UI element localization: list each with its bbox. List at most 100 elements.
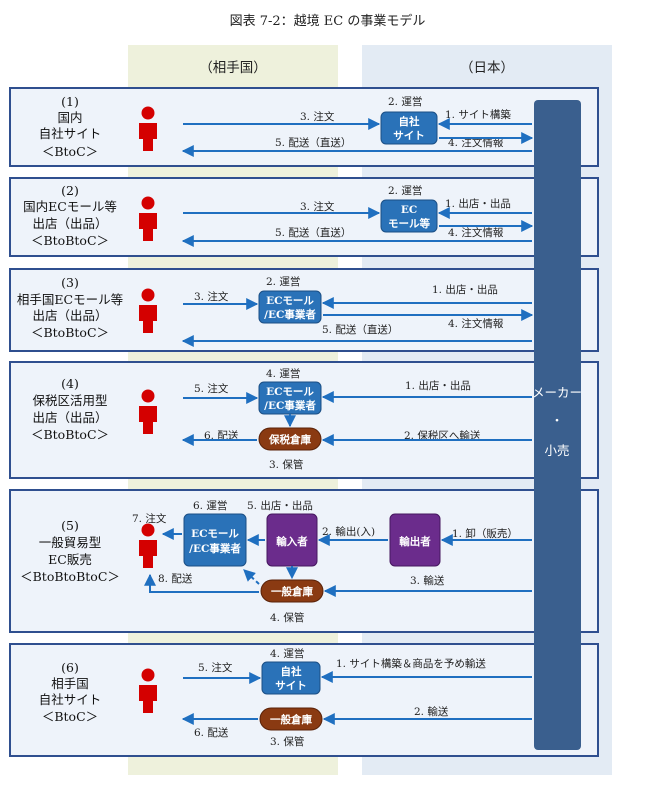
consumer-icon — [139, 389, 157, 434]
row-5-label-line2: EC販売 — [48, 552, 92, 567]
own-site-box — [261, 661, 321, 695]
row-6-step-order: 5. 注文 — [198, 661, 233, 674]
row-5: (5) 一般貿易型 EC販売 ＜BtoBtoBtoC＞ ECモール /EC事業者… — [20, 499, 532, 624]
row-panel-4 — [9, 361, 599, 479]
general-warehouse-box — [259, 707, 323, 731]
row-3-step-delivery: 5. 配送（直送） — [322, 323, 398, 336]
header-japan: （日本） — [460, 60, 514, 76]
row-1-label-num: (1) — [61, 94, 79, 109]
row-1-label-line1: 国内 — [57, 110, 82, 125]
ec-mall-operator-box-line1: ECモール — [191, 528, 239, 540]
ec-mall-box — [380, 199, 438, 233]
own-site-box — [380, 111, 438, 145]
ec-mall-operator-box-line1: ECモール — [266, 295, 314, 307]
row-5-label-line1: 一般貿易型 — [39, 535, 102, 550]
sidebar-label-maker: メーカー — [532, 385, 582, 400]
row-5-step-export-import: 2. 輸出(入) — [322, 525, 375, 538]
row-4-step-storage: 3. 保管 — [269, 458, 303, 471]
row-1-label-line3: ＜BtoC＞ — [42, 144, 98, 159]
row-3-step-list: 1. 出店・出品 — [432, 283, 498, 296]
row-5-step-order: 7. 注文 — [132, 512, 167, 525]
row-4-label-line3: ＜BtoBtoC＞ — [31, 427, 109, 442]
general-warehouse-box — [260, 579, 324, 603]
row-5-step-operate: 6. 運営 — [193, 499, 227, 512]
row-3-label-num: (3) — [61, 275, 79, 290]
row-3-label-line3: ＜BtoBtoC＞ — [31, 325, 109, 340]
row-panel-2 — [9, 177, 599, 257]
consumer-icon — [139, 668, 157, 713]
row-5-label-num: (5) — [61, 518, 79, 533]
ec-mall-operator-box-line1: ECモール — [266, 386, 314, 398]
row-5-step-delivery: 8. 配送 — [158, 572, 193, 585]
row-4-step-operate: 4. 運営 — [266, 367, 300, 380]
row-2-label-num: (2) — [61, 183, 79, 198]
row-6-label-line1: 相手国 — [51, 676, 89, 691]
row-4-label-line1: 保税区活用型 — [32, 393, 107, 408]
row-3-label-line1: 相手国ECモール等 — [17, 292, 123, 307]
importer-label: 輸入者 — [276, 535, 308, 548]
row-6-label-line2: 自社サイト — [39, 692, 102, 707]
row-5-step-storage: 4. 保管 — [270, 611, 304, 624]
arrow — [243, 569, 260, 585]
arrow — [144, 573, 259, 593]
bonded-warehouse-label: 保税倉庫 — [268, 433, 311, 446]
row-4-label-num: (4) — [61, 376, 79, 391]
row-2-step-order: 3. 注文 — [300, 200, 335, 213]
row-2-label-line1: 国内ECモール等 — [23, 199, 117, 214]
own-site-box-line1: 自社 — [399, 115, 420, 128]
consumer-icon — [139, 106, 157, 151]
page-title: 図表 7-2：越境 EC の事業モデル — [229, 14, 426, 29]
row-5-step-wholesale: 1. 卸（販売） — [452, 527, 518, 540]
row-1-label-line2: 自社サイト — [39, 126, 102, 141]
own-site-box-line2: サイト — [275, 680, 307, 692]
row-1-step-order: 3. 注文 — [300, 110, 335, 123]
row-3: (3) 相手国ECモール等 出店（出品） ＜BtoBtoC＞ ECモール /EC… — [17, 275, 534, 347]
row-6-step-delivery: 6. 配送 — [194, 726, 229, 739]
ec-mall-operator-box-line2: /EC事業者 — [189, 542, 241, 555]
row-3-step-order-info: 4. 注文情報 — [448, 317, 504, 330]
general-warehouse-label: 一般倉庫 — [271, 585, 313, 598]
row-6-step-storage: 3. 保管 — [270, 735, 304, 748]
exporter-label: 輸出者 — [399, 535, 431, 548]
row-6-step-operate: 4. 運営 — [270, 647, 304, 660]
row-3-step-operate: 2. 運営 — [266, 275, 300, 288]
row-2-step-operate: 2. 運営 — [388, 184, 422, 197]
row-5-step-transport: 3. 輸送 — [410, 574, 445, 587]
ec-mall-operator-box — [183, 513, 247, 567]
own-site-box-line1: 自社 — [281, 665, 302, 678]
row-4-step-delivery: 6. 配送 — [204, 429, 239, 442]
row-1-step-build: 1. サイト構築 — [445, 108, 511, 121]
row-6-label-num: (6) — [61, 660, 79, 675]
row-6-label-line3: ＜BtoC＞ — [42, 709, 98, 724]
maker-retailer-sidebar — [534, 100, 581, 750]
ec-mall-box-line1: EC — [401, 204, 417, 216]
row-4: (4) 保税区活用型 出店（出品） ＜BtoBtoC＞ ECモール /EC事業者… — [31, 367, 532, 471]
ec-mall-operator-box — [258, 290, 322, 324]
ec-mall-operator-box-line2: /EC事業者 — [264, 399, 316, 412]
own-site-box-line2: サイト — [393, 130, 425, 142]
row-4-step-list: 1. 出店・出品 — [405, 379, 471, 392]
sidebar-label-dot: ・ — [551, 413, 564, 428]
consumer-icon — [139, 523, 157, 568]
row-4-label-line2: 出店（出品） — [32, 410, 107, 425]
row-6-step-build-ship: 1. サイト構築＆商品を予め輸送 — [336, 657, 486, 670]
row-3-label-line2: 出店（出品） — [32, 308, 107, 323]
row-4-step-order: 5. 注文 — [194, 382, 229, 395]
consumer-icon — [139, 288, 157, 333]
row-2: (2) 国内ECモール等 出店（出品） ＜BtoBtoC＞ EC モール等 2.… — [23, 183, 534, 248]
row-2-label-line3: ＜BtoBtoC＞ — [31, 233, 109, 248]
row-1-step-operate: 2. 運営 — [388, 95, 422, 108]
row-1-step-order-info: 4. 注文情報 — [448, 136, 504, 149]
bonded-warehouse-box — [258, 427, 322, 451]
row-2-label-line2: 出店（出品） — [32, 216, 107, 231]
ec-mall-operator-box-line2: /EC事業者 — [264, 308, 316, 321]
row-5-step-list: 5. 出店・出品 — [247, 499, 313, 512]
exporter-box — [389, 513, 441, 567]
general-warehouse-label: 一般倉庫 — [270, 713, 312, 726]
ec-mall-box-line2: モール等 — [388, 217, 430, 230]
row-1-step-delivery: 5. 配送（直送） — [275, 136, 351, 149]
consumer-icon — [139, 196, 157, 241]
header-partner-country: （相手国） — [199, 60, 267, 76]
row-2-step-order-info: 4. 注文情報 — [448, 226, 504, 239]
